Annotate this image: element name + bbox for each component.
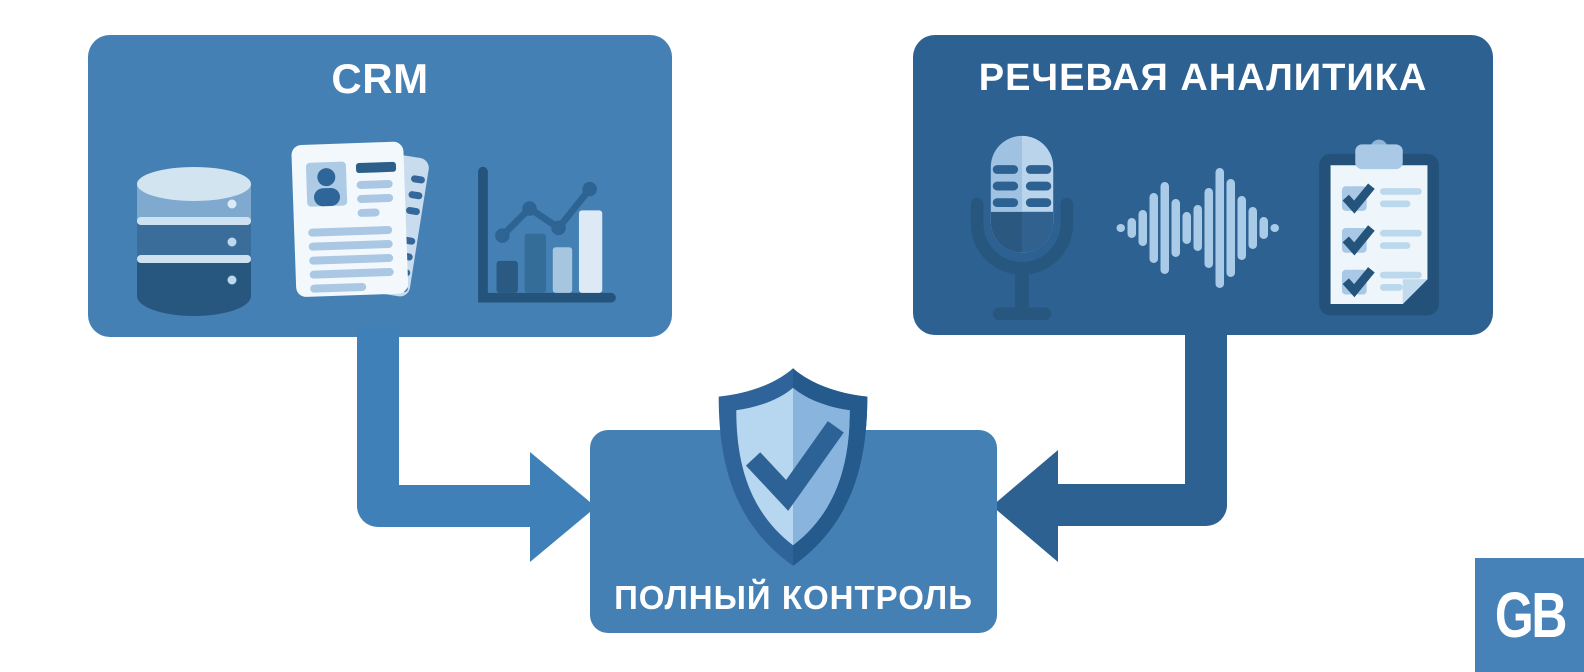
full-control-title: ПОЛНЫЙ КОНТРОЛЬ xyxy=(614,579,973,616)
speech-analytics-box: РЕЧЕВАЯ АНАЛИТИКА xyxy=(913,35,1493,335)
right-arrowhead-icon xyxy=(530,452,596,562)
speech-analytics-title: РЕЧЕВАЯ АНАЛИТИКА xyxy=(978,57,1428,99)
left-arrowhead-icon xyxy=(992,450,1058,562)
sound-wave-icon xyxy=(1116,167,1280,288)
contact-document-icon xyxy=(291,141,429,297)
bar-line-chart-icon xyxy=(478,166,617,303)
crm-title: CRM xyxy=(331,55,429,102)
crm-to-control-connector xyxy=(357,328,596,562)
gb-logo: GB xyxy=(1475,558,1584,672)
shield-check-icon xyxy=(705,362,881,574)
microphone-icon xyxy=(970,135,1074,321)
crm-icon-row xyxy=(88,135,672,320)
checklist-clipboard-icon xyxy=(1318,139,1439,315)
crm-box: CRM xyxy=(88,35,672,337)
speech-to-control-connector xyxy=(992,332,1227,562)
gb-logo-text: GB xyxy=(1494,579,1567,651)
speech-icon-row xyxy=(913,130,1493,325)
database-icon xyxy=(136,167,251,316)
